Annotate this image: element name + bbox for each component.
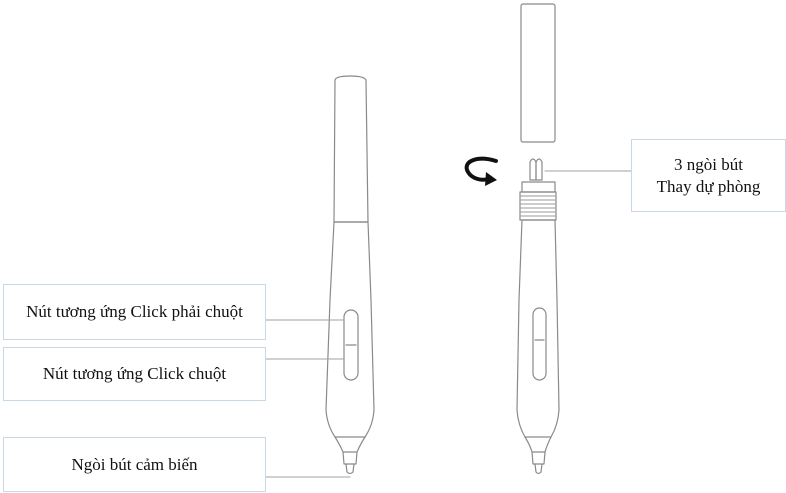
right-pen-nib-holder	[531, 451, 546, 465]
right-pen-grip-bottom	[524, 436, 552, 453]
spare-nib-1	[529, 158, 537, 181]
right-click-button-callout: Nút tương ứng Click phải chuột	[3, 284, 266, 340]
spare-nibs-label-line1: 3 ngòi bút	[674, 155, 743, 175]
leader-lines	[265, 170, 632, 478]
spare-nibs-callout: 3 ngòi bút Thay dự phòng	[631, 139, 786, 212]
left-pen-nib	[345, 463, 355, 475]
right-pen-cap	[520, 3, 556, 143]
left-pen-nib-holder	[342, 451, 358, 465]
left-pen-body	[325, 221, 375, 438]
rotate-arrow-icon	[464, 156, 498, 186]
thread-lines	[520, 195, 556, 217]
click-button-label: Nút tương ứng Click chuột	[42, 364, 227, 384]
right-pen-side-button	[532, 307, 547, 381]
right-pen-body	[516, 219, 560, 438]
right-pen	[516, 3, 560, 475]
left-pen-side-button	[343, 309, 359, 381]
right-pen-nib-housing	[521, 181, 556, 193]
right-click-button-label: Nút tương ứng Click phải chuột	[26, 302, 243, 322]
click-button-callout: Nút tương ứng Click chuột	[3, 347, 266, 401]
sensor-tip-callout: Ngòi bút cảm biến	[3, 437, 266, 492]
spare-nibs-label-line2: Thay dự phòng	[656, 176, 761, 196]
left-pen-grip-bottom	[334, 436, 366, 453]
sensor-tip-label: Ngòi bút cảm biến	[71, 454, 198, 474]
spare-nib-2	[535, 158, 543, 181]
left-pen	[325, 75, 375, 475]
left-pen-cap	[333, 75, 369, 223]
right-pen-nib	[534, 463, 543, 475]
